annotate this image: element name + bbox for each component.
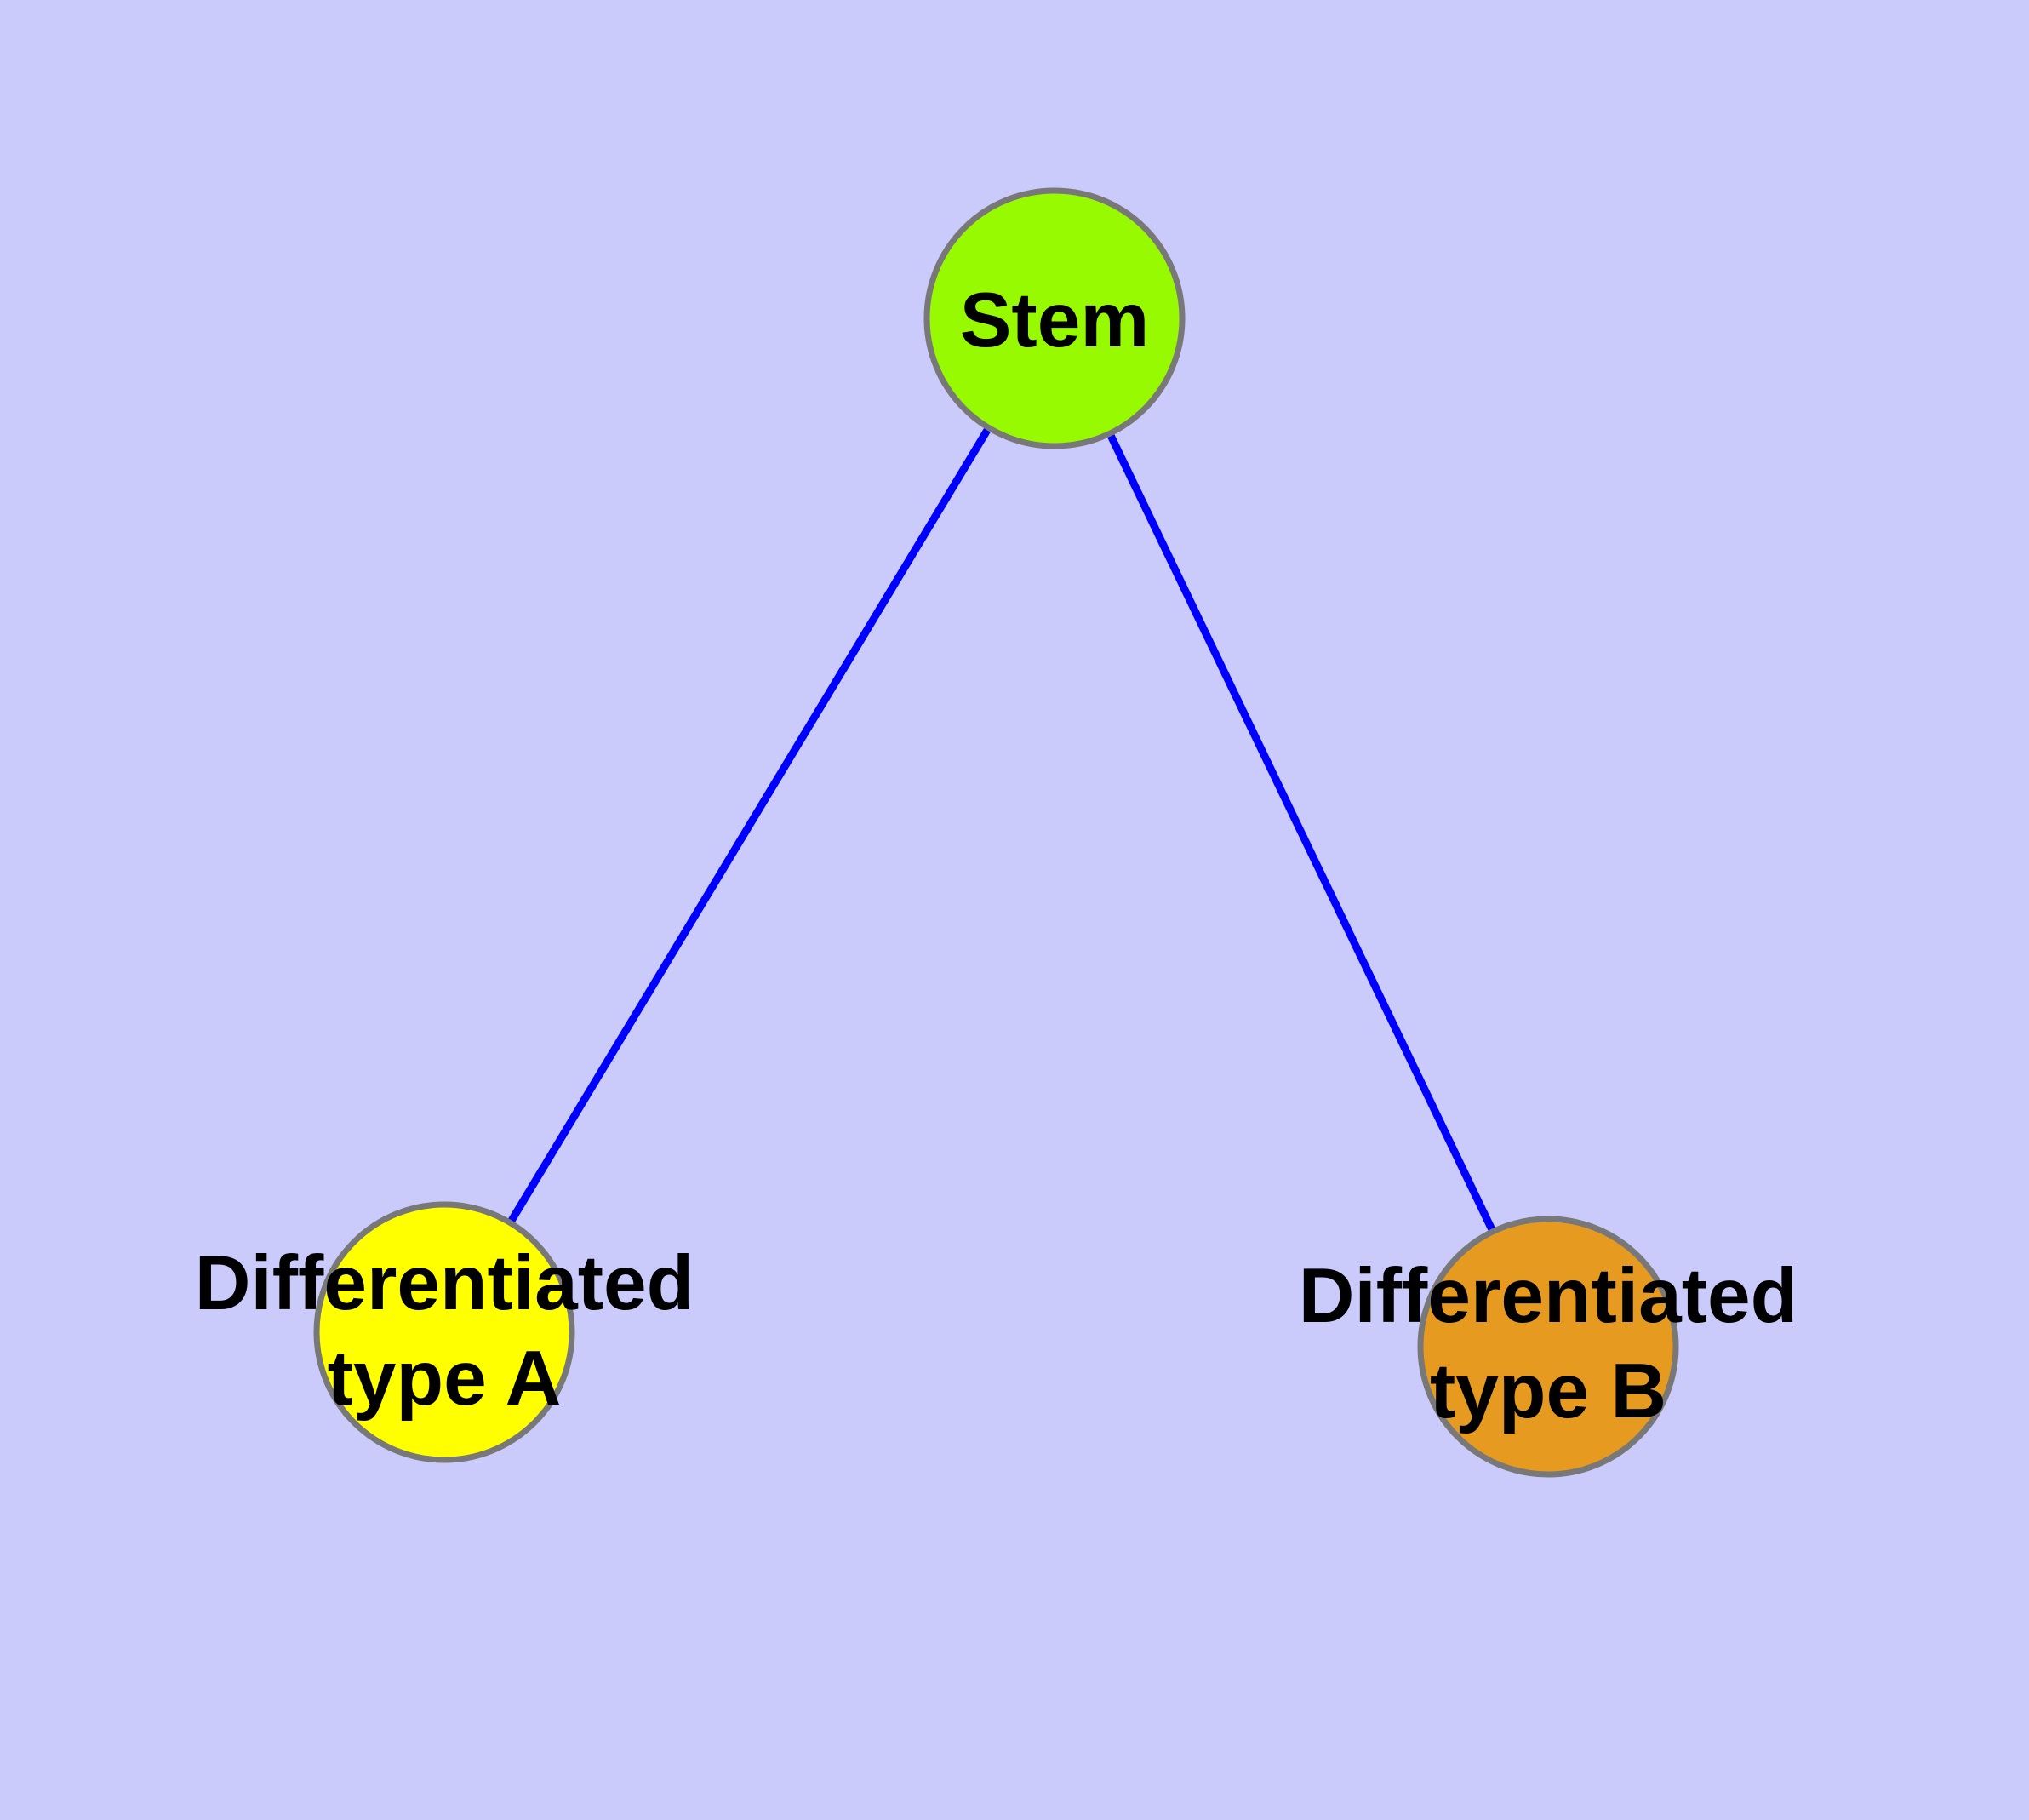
node-differentiated-type-b-label-line1: Differentiated bbox=[1299, 1253, 1798, 1339]
node-differentiated-type-b: Differentiated type B bbox=[1299, 1216, 1798, 1478]
node-stem: Stem bbox=[923, 187, 1186, 449]
node-differentiated-type-a-label-line1: Differentiated bbox=[195, 1240, 694, 1326]
edge-stem-to-type-a bbox=[441, 316, 1058, 1335]
node-differentiated-type-a-label-line2: type A bbox=[328, 1336, 562, 1422]
node-differentiated-type-b-label-line2: type B bbox=[1430, 1348, 1666, 1434]
edge-group bbox=[441, 316, 1552, 1348]
edge-stem-to-type-b bbox=[1050, 317, 1552, 1348]
node-stem-circle bbox=[923, 187, 1186, 449]
node-stem-label: Stem bbox=[960, 278, 1150, 363]
node-differentiated-type-a-circle bbox=[313, 1201, 575, 1463]
node-differentiated-type-b-circle bbox=[1417, 1216, 1679, 1478]
node-differentiated-type-a: Differentiated type A bbox=[195, 1201, 694, 1463]
